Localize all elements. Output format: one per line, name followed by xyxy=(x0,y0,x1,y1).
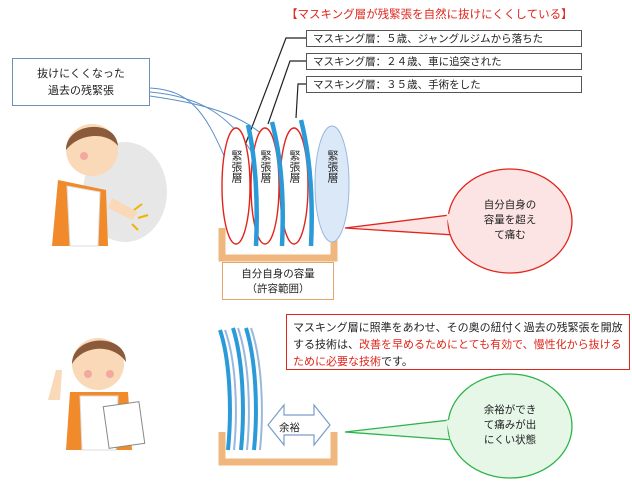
masking-label-age-24: マスキング層：２４歳、車に追突された xyxy=(306,53,582,70)
woman-pointing-illustration xyxy=(48,338,146,451)
stress-layers-bottom xyxy=(218,327,263,451)
masking-bar-3 xyxy=(298,119,314,247)
explanation-box: マスキング層に照準をあわせ、その奥の紐付く過去の残緊張を開放する技術は、改善を早… xyxy=(286,314,630,370)
stress-layer-label-3: 緊張層 xyxy=(288,150,301,183)
tension-layer-overflow xyxy=(314,125,350,243)
bubble-pain-text: 自分自身の 容量を超え て痛む xyxy=(483,199,537,241)
connector-line-2 xyxy=(267,60,306,125)
connector-line-3 xyxy=(295,83,306,119)
connector-line-1 xyxy=(243,37,306,149)
masking-bar-1 xyxy=(245,124,259,247)
masking-connectors xyxy=(243,37,306,149)
capacity-box: 自分自身の容量 （許容範囲） xyxy=(222,262,334,300)
masking-label-age-35: マスキング層：３５歳、手術をした xyxy=(306,76,582,93)
bubble-relief xyxy=(344,373,573,479)
stress-layer-label-1: 緊張層 xyxy=(230,150,243,183)
woman-in-pain-illustration xyxy=(52,124,167,247)
margin-arrow xyxy=(267,403,331,447)
stress-layer-label-2: 緊張層 xyxy=(259,150,272,183)
masking-label-age-5: マスキング層：５歳、ジャングルジムから落ちた xyxy=(306,30,582,47)
old-stress-box: 抜けにくくなった 過去の残緊張 xyxy=(12,58,150,106)
capacity-container-bottom xyxy=(218,432,338,466)
bubble-pain xyxy=(344,168,573,274)
bubble-relief-text: 余裕ができ て痛みが出 にくい状態 xyxy=(483,404,537,446)
stress-layers-top xyxy=(221,119,314,247)
explanation-text-1: マスキング層に照準をあわせ、その奥の紐付く過去の残緊張を開放する技術は、 xyxy=(293,321,623,351)
explanation-text-2: です。 xyxy=(381,355,413,368)
masking-bar-2 xyxy=(269,121,285,247)
diagram-title: 【マスキング層が残緊張を自然に抜けにくくしている】 xyxy=(286,7,573,21)
stress-layer-ellipse-1 xyxy=(221,127,251,245)
margin-label: 余裕 xyxy=(279,422,300,434)
capacity-container-top xyxy=(218,228,338,262)
explanation-text-highlight: 改善を早めるためにとても有効で、慢性化から抜けるために必要な技術 xyxy=(293,338,622,368)
stress-layer-label-4: 緊張層 xyxy=(326,150,339,183)
